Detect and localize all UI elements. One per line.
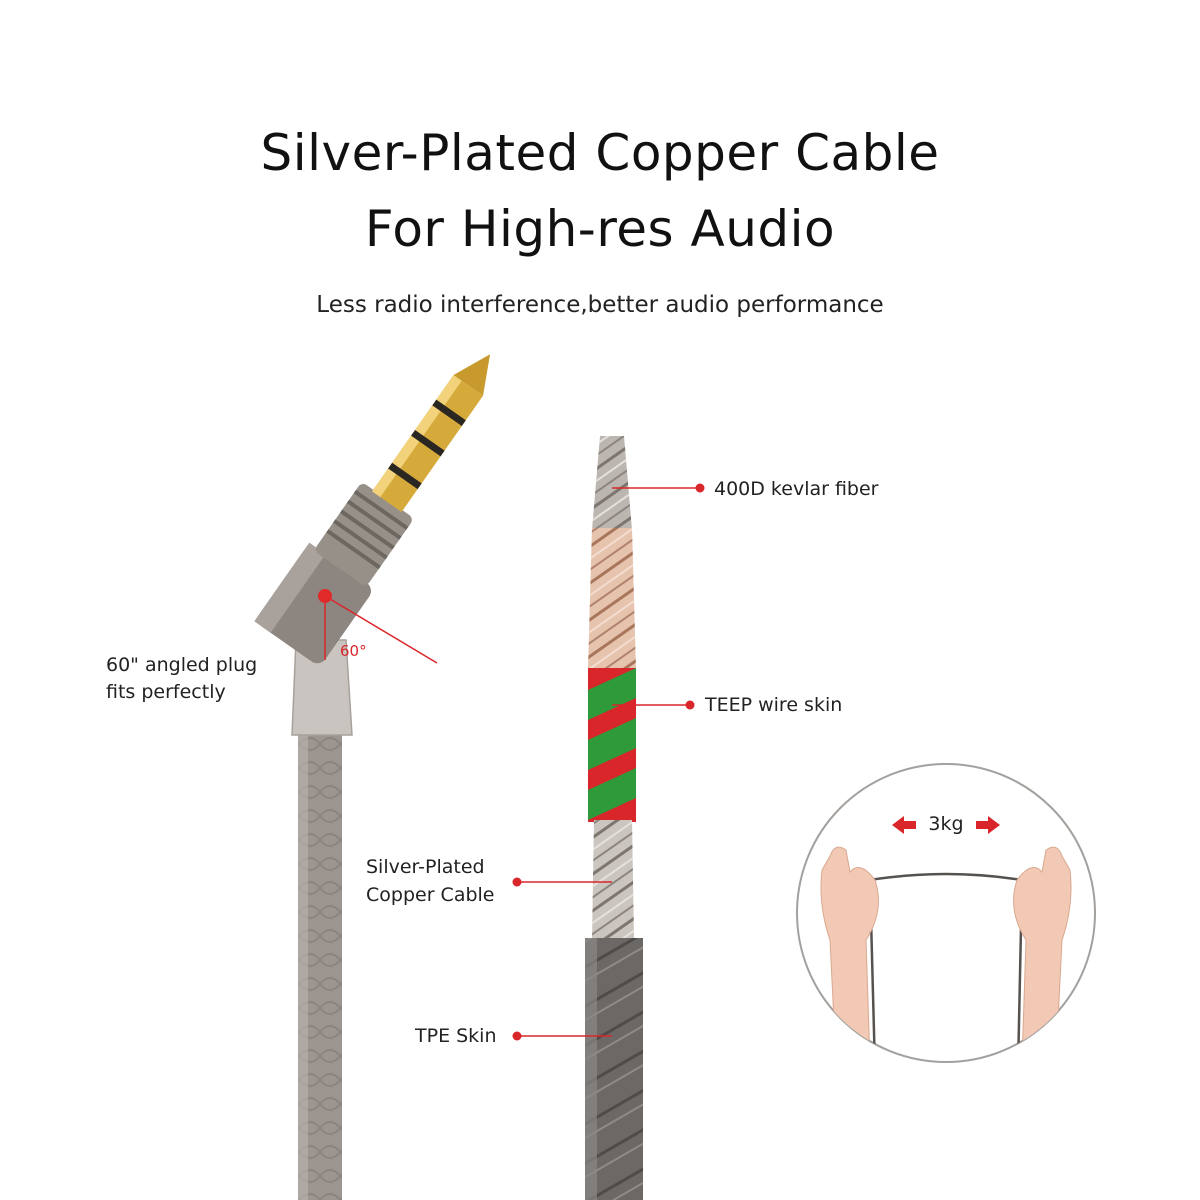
callout-spc-line-1: Silver-Plated [366, 856, 485, 878]
callout-spc-line-2: Copper Cable [366, 884, 495, 906]
angle-label: 60° [340, 642, 367, 660]
cable-layers-illustration [585, 436, 643, 1200]
page-title-line-2: For High-res Audio [364, 200, 836, 258]
callout-tpe: TPE Skin [415, 1025, 497, 1047]
callout-teep: TEEP wire skin [705, 694, 843, 716]
arrow-right-icon [976, 816, 1000, 834]
page-subtitle: Less radio interference,better audio per… [316, 292, 884, 318]
angled-plug-illustration: 60° [254, 354, 491, 1200]
page-title-line-1: Silver-Plated Copper Cable [260, 124, 940, 182]
callout-plug-line-2: fits perfectly [106, 681, 226, 703]
tension-value: 3kg [928, 813, 963, 835]
callout-plug-line-1: 60" angled plug [106, 654, 258, 676]
tension-test-illustration: 3kg [796, 763, 1096, 1063]
callout-kevlar: 400D kevlar fiber [714, 478, 879, 500]
arrow-left-icon [892, 816, 916, 834]
